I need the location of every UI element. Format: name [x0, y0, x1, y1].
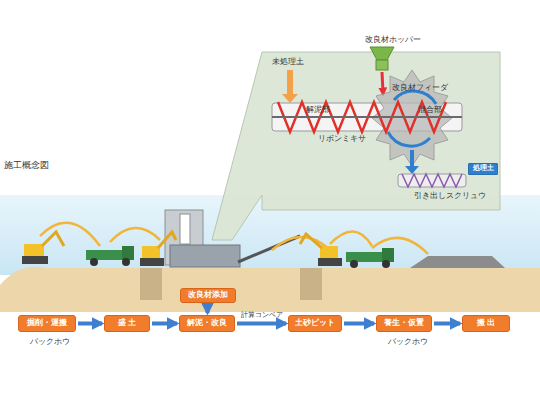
plant-panel	[180, 214, 190, 244]
discharge-arrowhead	[405, 166, 419, 174]
truck-bed	[346, 252, 382, 262]
box-text: 処理土	[473, 165, 494, 173]
flow-arrow	[152, 322, 177, 326]
ground	[0, 267, 540, 312]
box-text: 解泥・改良	[187, 319, 227, 328]
movement-arc	[330, 231, 372, 246]
excavator-arm	[300, 234, 322, 248]
screw-casing	[398, 174, 466, 187]
rotation-arrow	[388, 132, 430, 146]
box-text: 盛 土	[118, 319, 137, 328]
zoom-panel	[212, 52, 500, 240]
rotation-arrow	[394, 91, 436, 104]
box-text: 土砂ピット	[295, 319, 335, 328]
input-arrowhead	[282, 94, 298, 103]
part-label: 引き出しスクリュウ	[414, 192, 486, 200]
discharge-arrow	[410, 150, 414, 168]
truck-wheel	[90, 258, 98, 266]
pit	[140, 268, 162, 300]
screw-spiral	[402, 174, 462, 187]
movement-arc	[110, 228, 160, 242]
part-label: 未処理土	[272, 58, 304, 66]
dump-truck	[346, 248, 394, 268]
movement-arc	[40, 223, 100, 246]
excavator-track	[140, 258, 164, 266]
process-box: 盛 土	[104, 315, 150, 332]
flow-arrow	[206, 305, 210, 313]
truck-wheel	[382, 260, 390, 268]
output-box: 処理土	[468, 163, 498, 175]
excavator-body	[320, 246, 338, 258]
movement-arc	[372, 238, 428, 254]
flow-arrow	[78, 322, 102, 326]
box-text: 掘削・運搬	[27, 319, 67, 328]
truck-bed	[86, 250, 122, 260]
excavator-arm	[158, 232, 176, 248]
excavator-arm	[42, 232, 64, 246]
process-box: 搬 出	[462, 315, 510, 332]
process-box: 養生・仮置	[376, 315, 432, 332]
flow-arrow	[344, 322, 374, 326]
plant-body	[170, 245, 240, 267]
soil-pile	[410, 256, 505, 268]
excavator-track	[318, 258, 342, 266]
truck-cab	[382, 248, 394, 262]
part-label: バックホウ	[388, 338, 428, 346]
part-label: 改良材フィーダ	[392, 84, 448, 92]
hopper-symbol	[370, 47, 394, 60]
edge-label: 計算コンベア	[241, 311, 283, 320]
truck-wheel	[122, 258, 130, 266]
part-label: リボンミキサ	[318, 135, 366, 143]
excavator-track	[22, 256, 48, 264]
pit	[300, 268, 322, 300]
process-box: 解泥・改良	[179, 315, 235, 332]
diagram-title: 施工概念図	[4, 160, 49, 172]
truck-cab	[122, 246, 134, 260]
feed-arrow	[382, 72, 383, 92]
flow-arrow	[237, 322, 286, 326]
process-box: 掘削・運搬	[18, 315, 76, 332]
part-label: 改良材ホッパー	[365, 36, 421, 44]
truck-wheel	[350, 260, 358, 268]
part-label: 解泥部	[306, 106, 330, 114]
box-text: 改良材添加	[188, 291, 228, 300]
excavator-body	[142, 246, 160, 258]
excavator-body	[24, 244, 44, 256]
feeder-symbol	[376, 60, 388, 70]
flow-arrow	[434, 322, 460, 326]
process-box: 改良材添加	[180, 288, 236, 303]
box-text: 搬 出	[477, 319, 496, 328]
input-arrow	[287, 70, 293, 96]
dump-truck	[86, 246, 134, 266]
process-box: 土砂ピット	[288, 315, 342, 332]
part-label: 混合部	[418, 106, 442, 114]
mixer-shaft	[272, 116, 462, 118]
excavator	[22, 232, 64, 264]
excavator	[140, 232, 176, 266]
box-text: 養生・仮置	[384, 319, 424, 328]
part-label: バックホウ	[30, 338, 70, 346]
